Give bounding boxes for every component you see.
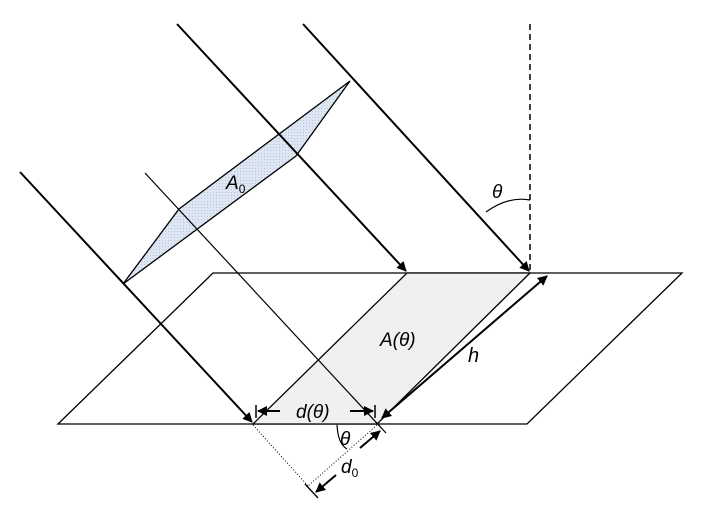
dotted-perpendicular-left bbox=[252, 424, 309, 487]
ray-1 bbox=[19, 171, 253, 423]
label-theta-top: θ bbox=[492, 182, 503, 203]
cross-section-a0 bbox=[122, 80, 351, 285]
d0-tick bbox=[304, 483, 319, 499]
label-theta-bottom: θ bbox=[340, 429, 351, 450]
ray-3 bbox=[302, 23, 530, 272]
h-dimension-arrow bbox=[381, 275, 548, 419]
ray-center-thin bbox=[144, 172, 387, 434]
angle-arc-top bbox=[485, 198, 531, 213]
d0-arrow-top bbox=[359, 430, 381, 449]
label-d0: d0 bbox=[341, 457, 359, 480]
label-a-theta: A(θ) bbox=[379, 330, 416, 351]
label-d-theta: d(θ) bbox=[296, 402, 330, 423]
dotted-perpendicular-right bbox=[307, 424, 378, 487]
ray-2 bbox=[176, 23, 407, 272]
label-a0: A0 bbox=[225, 173, 246, 196]
angle-arc-bottom bbox=[336, 424, 348, 450]
d0-arrow-bottom bbox=[315, 474, 337, 493]
label-h: h bbox=[468, 345, 479, 367]
